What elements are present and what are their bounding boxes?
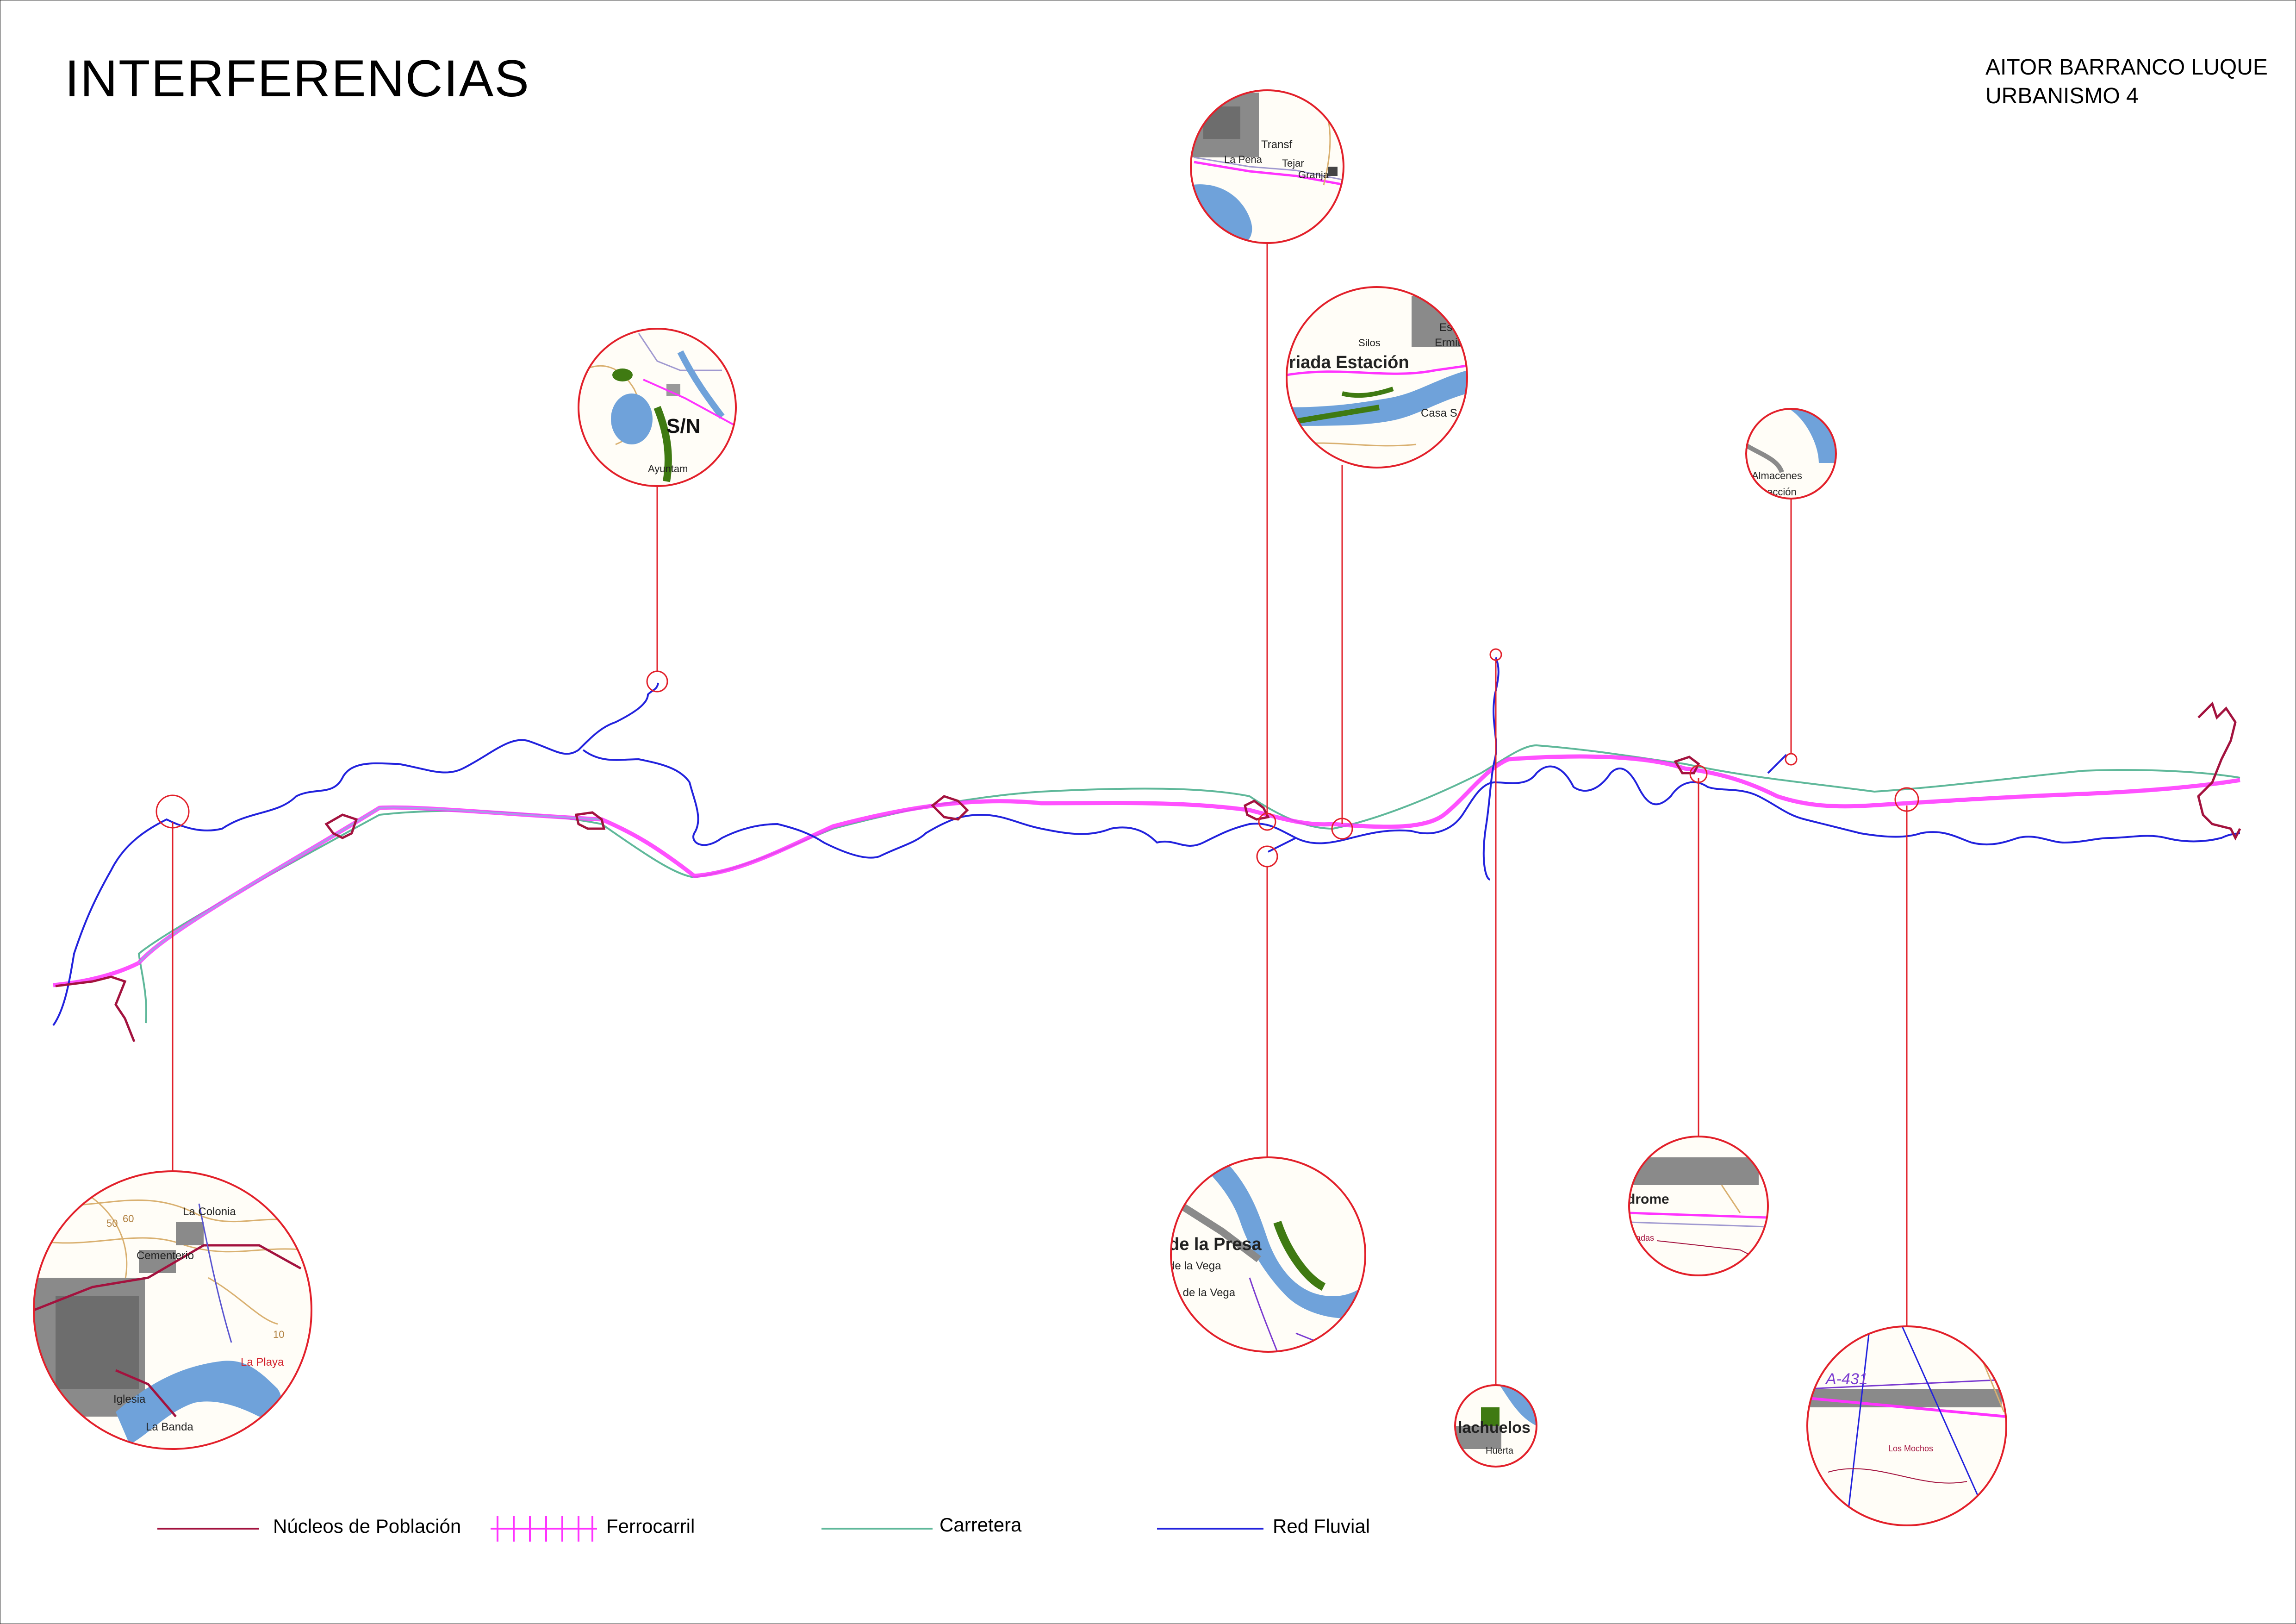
inset-map-d: rriada Estación Silos Estac Ermita Casa …: [1282, 286, 1468, 468]
inset-a-label: Cementerio: [137, 1249, 194, 1262]
legend-label-fluvial: Red Fluvial: [1273, 1515, 1370, 1537]
author-name: AITOR BARRANCO LUQUE: [1985, 55, 2268, 80]
inset-c-label: Tejar: [1282, 157, 1304, 169]
inset-i-label: A-431: [1825, 1370, 1868, 1388]
inset-d-label: Casa S: [1421, 407, 1457, 419]
inset-f-label: ijo de la Vega: [1169, 1287, 1236, 1299]
inset-map-h: drome adas: [1627, 1136, 1769, 1276]
course-name: URBANISMO 4: [1985, 84, 2139, 108]
inset-g-label: Huerta: [1486, 1446, 1514, 1456]
inset-c-label: La Pena: [1224, 154, 1263, 165]
legend-label-ferrocarril: Ferrocarril: [606, 1515, 695, 1537]
inset-e-label: Almacenes: [1752, 470, 1802, 481]
inset-map-c: Transf La Pena Tejar Granja: [1190, 89, 1344, 244]
inset-a-label: 50: [106, 1218, 118, 1229]
inset-c-label: Transf: [1261, 138, 1292, 151]
inset-map-e: Almacenes Dirección: [1745, 408, 1837, 500]
inset-d-label: rriada Estación: [1282, 353, 1409, 372]
inset-a-label: 60: [123, 1213, 134, 1224]
legend-swatch-ferrocarril: [491, 1516, 597, 1542]
inset-b-label: Ayuntam: [648, 463, 688, 475]
inset-map-g: lachuelos Huerta: [1454, 1384, 1537, 1468]
inset-b-label: S/N: [666, 415, 700, 437]
inset-a-label: La Playa: [241, 1356, 284, 1368]
author-block: AITOR BARRANCO LUQUE URBANISMO 4: [1985, 53, 2268, 111]
inset-c-label: Granja: [1298, 169, 1329, 181]
river-network: [52, 657, 2240, 1026]
legend-label-nucleos: Núcleos de Población: [273, 1515, 461, 1537]
inset-f-label: de la Vega: [1169, 1260, 1221, 1272]
inset-a-label: La Colonia: [183, 1206, 236, 1218]
road-line: [137, 744, 2240, 1024]
callout-lines: [172, 243, 1908, 1385]
inset-f-label: de la Presa: [1169, 1235, 1262, 1254]
inset-map-f: de la Presa de la Vega ijo de la Vega: [1169, 1156, 1366, 1353]
legend-label-carretera: Carretera: [940, 1514, 1022, 1536]
inset-map-b: S/N Ayuntam: [578, 328, 737, 487]
callout-anchors: [156, 648, 1919, 868]
inset-a-label: Iglesia: [113, 1393, 146, 1405]
inset-i-label: Los Mochos: [1888, 1444, 1933, 1453]
inset-d-label: Silos: [1358, 337, 1381, 349]
population-nuclei: [55, 701, 2241, 1042]
inset-h-label: drome: [1627, 1192, 1669, 1207]
page-title: INTERFERENCIAS: [65, 50, 530, 107]
inset-map-a: La Colonia Cementerio La Playa Iglesia L…: [33, 1170, 312, 1450]
inset-a-label: La Banda: [146, 1421, 193, 1433]
legend: [157, 1516, 1263, 1542]
inset-a-label: 10: [273, 1329, 284, 1340]
railway-line: [53, 754, 2240, 987]
inset-map-i: A-431 Los Mochos: [1806, 1325, 2007, 1526]
inset-g-label: lachuelos: [1458, 1419, 1531, 1437]
inset-h-label: adas: [1636, 1233, 1654, 1243]
